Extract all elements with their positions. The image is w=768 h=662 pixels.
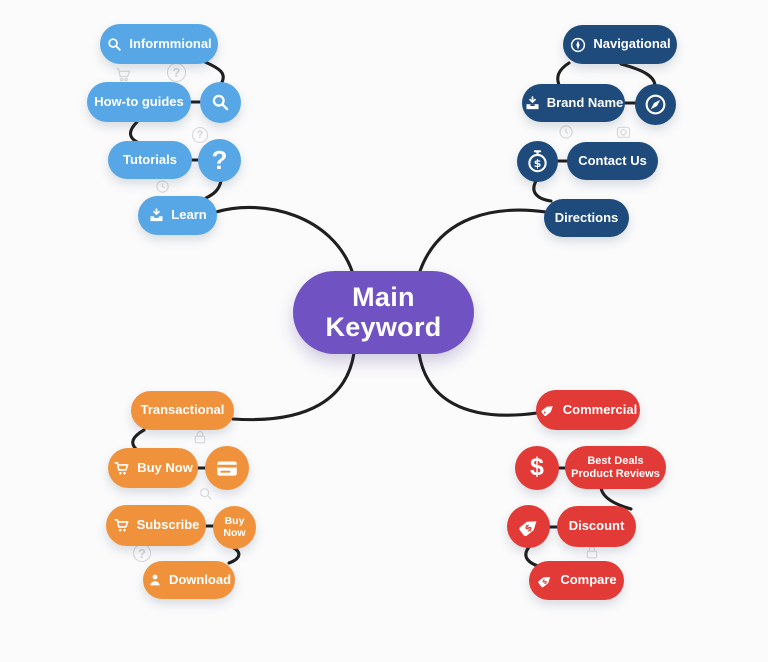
ghost-question-icon: ? (192, 127, 208, 143)
node-download: Download (143, 561, 235, 599)
node-discount: Discount (557, 506, 636, 547)
search-icon (106, 36, 123, 53)
edge-learn-main (214, 205, 354, 273)
buy-now-badge: Buy Now (213, 506, 256, 549)
node-buy-now: Buy Now (108, 448, 198, 488)
node-best-deals: Best Deals Product Reviews (565, 446, 666, 489)
ghost-magnifier-icon (198, 486, 214, 502)
node-subscribe: Subscribe (106, 505, 206, 546)
edge-main-directions (418, 208, 548, 273)
archive-download-icon (524, 95, 541, 112)
node-label: Transactional (140, 402, 225, 418)
compass-icon (643, 92, 668, 117)
edge-main-transactional (231, 351, 356, 422)
node-label: How-to guides (94, 93, 184, 109)
edge-navigational-brand (556, 61, 571, 87)
question-icon: ? (211, 145, 228, 176)
node-commercial: Commercial (536, 390, 640, 430)
compass-bubble (635, 84, 676, 125)
ghost-question-icon: ? (167, 63, 186, 82)
nav-needle-icon (569, 36, 587, 54)
search-bubble (200, 82, 241, 123)
ghost-clock-icon (155, 179, 170, 194)
node-label: Commercial (562, 401, 638, 417)
edge-stopwatch-directions (532, 179, 553, 203)
node-contact-us: Contact Us (567, 142, 658, 180)
ghost-camera-icon (615, 124, 632, 140)
main-keyword-label: Main Keyword (325, 281, 442, 342)
node-informational: Informmional (100, 24, 218, 64)
node-label-line2: Product Reviews (571, 468, 660, 480)
person-icon (147, 572, 163, 588)
dollar-bubble: $ (515, 446, 559, 490)
node-label: Discount (568, 518, 625, 534)
ghost-question-icon: ? (133, 544, 151, 562)
search-icon (210, 92, 231, 113)
credit-card-icon (214, 455, 240, 481)
node-transactional: Transactional (131, 391, 234, 430)
tag-bubble: $ (507, 505, 550, 548)
svg-text:$: $ (534, 157, 542, 170)
node-directions: Directions (544, 199, 629, 237)
node-label: Tutorials (123, 151, 177, 167)
credit-card-bubble (205, 446, 249, 490)
node-label: Contact Us (578, 152, 647, 168)
question-bubble: ? (198, 139, 241, 182)
inbox-download-icon (148, 207, 165, 224)
price-tag-icon (539, 401, 557, 419)
edge-bestdeals-discount (599, 486, 633, 511)
edge-main-commercial (417, 351, 539, 417)
price-tag-dollar-icon: $ (536, 572, 554, 590)
node-label: Learn (171, 207, 207, 223)
node-compare: $ Compare (529, 561, 624, 600)
stopwatch-bubble: $ (517, 141, 558, 182)
svg-text:$: $ (522, 522, 534, 535)
node-learn: Learn (138, 196, 217, 235)
node-label: Download (168, 571, 232, 587)
cart-icon (113, 517, 131, 534)
node-label: Buy Now (137, 459, 193, 475)
edge-transactional-buynow (131, 428, 146, 451)
edge-navigational-compass (619, 62, 657, 87)
price-tag-dollar-icon: $ (516, 514, 542, 540)
node-tutorials: Tutorials (108, 141, 192, 179)
node-label: Directions (554, 209, 619, 225)
dollar-icon: $ (530, 453, 544, 482)
node-brand-name: Brand Name (522, 84, 625, 122)
stopwatch-dollar-icon: $ (525, 149, 550, 174)
svg-text:$: $ (541, 577, 549, 586)
ghost-cart-icon (113, 66, 134, 84)
node-label: Navigational (593, 36, 671, 52)
node-label: Subscribe (136, 517, 200, 533)
node-label-line1: Best Deals (587, 454, 644, 467)
node-main-keyword: Main Keyword (293, 271, 474, 354)
edge-question-learn (204, 179, 223, 200)
edge-informational-search (203, 60, 225, 86)
node-label: Compare (560, 572, 617, 588)
cart-icon (113, 460, 131, 477)
ghost-padlock-icon (192, 429, 208, 446)
node-navigational: Navigational (563, 25, 677, 64)
ghost-clock-icon (558, 124, 574, 140)
node-label: Brand Name (546, 94, 624, 110)
node-label: Buy Now (223, 514, 246, 539)
node-how-to-guides: How-to guides (87, 82, 191, 122)
node-label: Informmional (129, 35, 212, 51)
edge-badge-download (227, 546, 241, 565)
